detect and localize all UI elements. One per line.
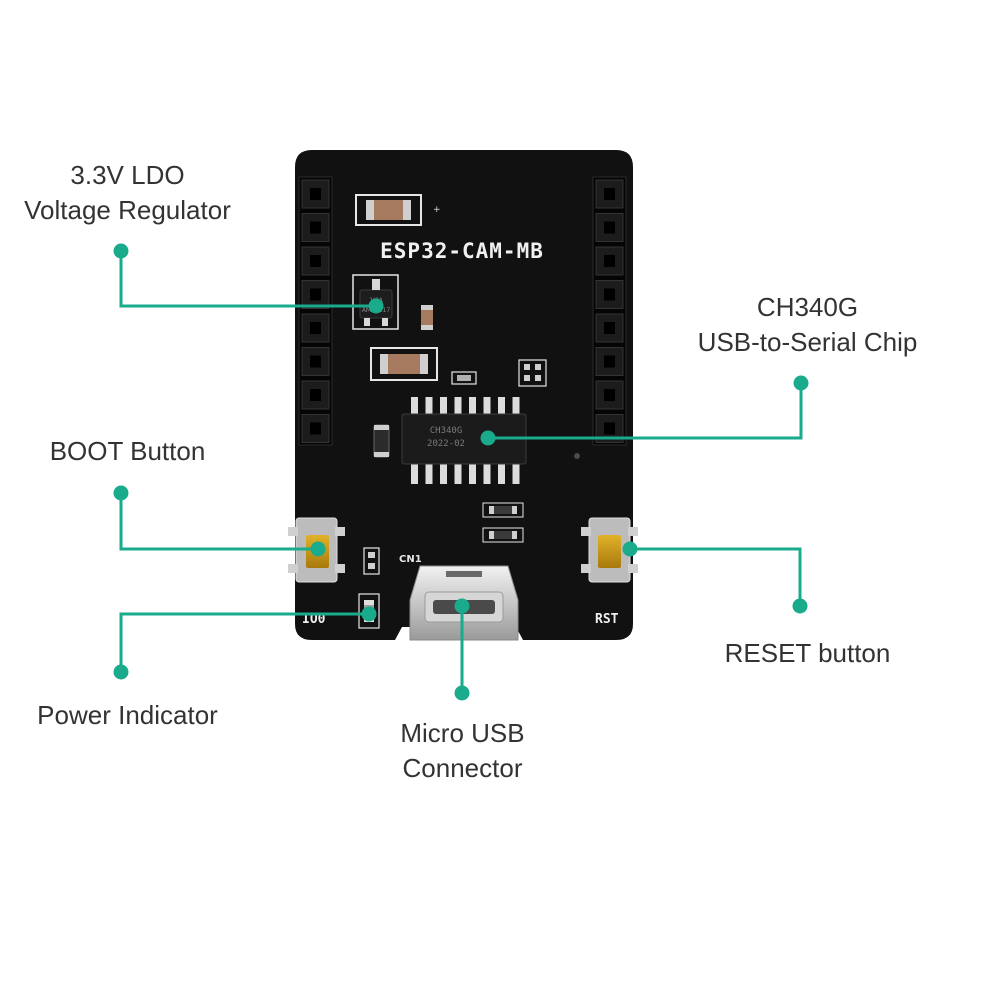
header-pin-hole [604,389,615,401]
rst-marking: RST [595,612,619,627]
callout-dot [792,598,808,614]
cn1-marking: CN1 [399,554,422,565]
left-pin-header [298,176,333,446]
chip-pin [512,397,520,416]
header-pin-hole [604,422,615,435]
callout-dot [113,485,129,501]
small-smd-parts [373,359,580,459]
header-pin-hole [310,322,321,334]
reset-leader [630,547,802,606]
io0-marking: IO0 [302,612,326,627]
reset-callout-label: RESET button [724,638,891,668]
ch340-label-line1: CH340G [756,292,859,322]
ch340-label-line2: USB-to-Serial Chip [697,327,918,357]
ch340-leader [488,383,803,440]
chip-pin [512,462,520,484]
header-pin-hole [604,322,615,334]
chip-marking-2: 2022-02 [427,439,465,449]
usb-label-line2: Connector [402,753,523,783]
boot-leader [119,493,318,551]
pcb-board [295,150,633,640]
ch340g-chip: CH340G 2022-02 [401,397,527,484]
header-pin-hole [310,288,321,301]
small-resistor [421,305,433,330]
ch340-callout-label: CH340G USB-to-Serial Chip [670,290,945,360]
callout-dot [361,606,377,622]
ldo-leader [119,251,376,308]
top-capacitor: + [355,194,441,226]
callout-dot [480,430,496,446]
ldo-callout-label: 3.3V LDO Voltage Regulator [0,158,255,228]
cn1-connector: CN1 [363,547,422,575]
header-pin-hole [310,221,321,234]
chip-pin [483,462,491,484]
header-pin-hole [310,389,321,401]
svg-text:+: + [433,205,441,215]
ldo-label-line1: 3.3V LDO [70,160,185,190]
power-leader [119,612,369,672]
callout-dot [793,375,809,391]
header-pin-hole [604,221,615,234]
header-pin-hole [310,355,321,368]
callout-dot [622,541,638,557]
usb-label-line1: Micro USB [400,718,525,748]
chip-pin [469,462,476,484]
right-pin-header [592,176,627,446]
chip-marking-1: CH340G [430,426,463,436]
chip-pin [411,462,418,484]
callout-dots [113,243,809,701]
header-pin-hole [310,255,321,267]
chip-pin [440,397,447,416]
header-pin-cell [301,179,330,209]
callout-leaders [119,251,803,693]
header-pin-hole [604,255,615,267]
callout-dot [368,298,384,314]
callout-dot [113,664,129,680]
usb-callout-label: Micro USB Connector [335,716,590,786]
reset-tactile-switch [581,517,638,583]
chip-pin [425,397,433,416]
chip-pin [454,462,462,484]
chip-pin [483,397,491,416]
ldo-label-line2: Voltage Regulator [24,195,231,225]
callout-dot [310,541,326,557]
chip-pin [440,462,447,484]
usb-side-resistors [482,502,524,543]
header-pin-hole [310,188,321,200]
callout-dot [113,243,129,259]
power-callout-label: Power Indicator [37,700,218,730]
callout-dot [454,685,470,701]
chip-pin [411,397,418,416]
chip-pin [498,397,505,416]
chip-pin [469,397,476,416]
header-pin-cell [595,246,624,276]
boot-callout-label: BOOT Button [49,436,206,466]
chip-pin [454,397,462,416]
chip-pin [425,462,433,484]
board-silkscreen-title: ESP32-CAM-MB [380,239,544,263]
header-pin-hole [604,188,615,200]
chip-pin [498,462,505,484]
header-pin-hole [310,422,321,435]
header-pin-hole [604,355,615,368]
header-pin-hole [604,288,615,301]
callout-dot [454,598,470,614]
lower-capacitor [370,347,438,381]
